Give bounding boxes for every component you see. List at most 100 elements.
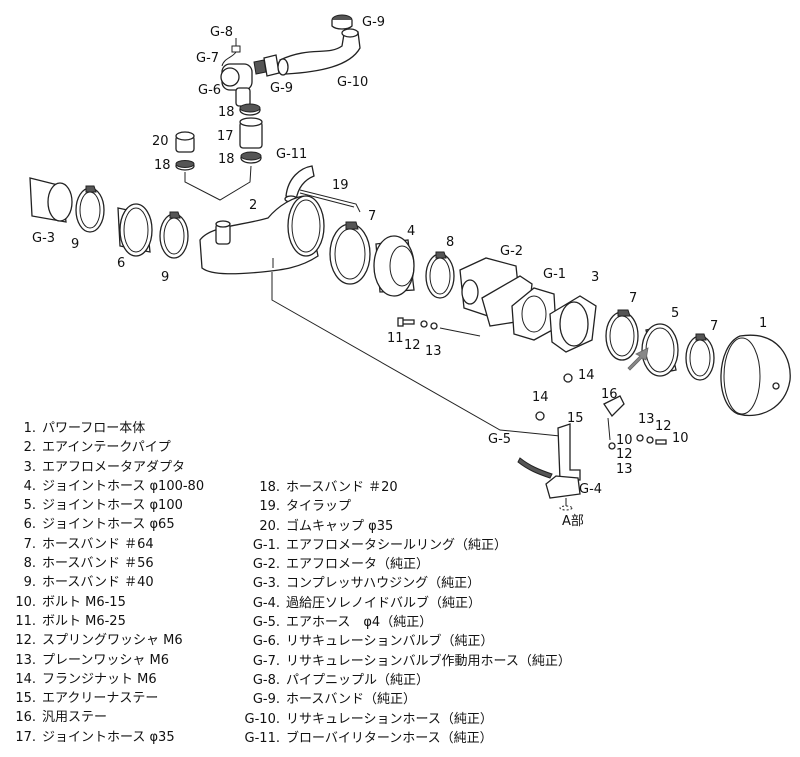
legend-text: ホースバンド ＃40 [42,575,154,591]
legend-text: ブローバイリターンホース（純正） [286,730,493,746]
legend-entry: G-8.パイプニップル（純正） [230,671,571,690]
clamp-9-right-drawing [159,211,189,259]
airflow-adapter-drawing [549,295,597,353]
callout-detail-a: A部 [562,514,584,529]
legend-text: フランジナット M6 [42,671,157,687]
legend-entry: 14. フランジナット M6 [6,670,204,689]
legend-number: 14. [15,671,36,687]
callout-18-left: 18 [154,158,171,173]
blowby-hose-drawing [284,165,361,213]
callout-g3: G-3 [32,231,55,246]
callout-14-lower: 14 [532,390,549,405]
callout-13-b: 13 [616,462,633,477]
legend-text: 汎用ステー [42,710,108,726]
callout-16: 16 [601,387,618,402]
clamp-9-left-drawing [75,185,105,233]
legend-entry: 12.スプリングワッシャ M6 [6,631,204,650]
legend-text: タイラップ [286,499,352,515]
legend-text: ジョイントホース φ100 [42,498,183,514]
legend-text: ボルト M6-25 [42,613,126,629]
callout-3: 3 [591,270,599,285]
legend-entry: 19.タイラップ [230,497,571,516]
legend-entry: 11. ボルト M6-25 [6,612,204,631]
clamp-7-right1-drawing [605,309,639,361]
callout-5: 5 [671,306,679,321]
legend-text: リサキュレーションバルブ作動用ホース（純正） [286,653,571,669]
detail-a-bracket-drawing [517,395,667,511]
legend-entry: G-2.エアフロメータ（純正） [230,555,571,574]
callout-12-left: 12 [404,338,421,353]
callout-g10: G-10 [337,75,368,90]
callout-6: 6 [117,256,125,271]
callout-g6: G-6 [198,83,221,98]
legend-number: G-6. [252,634,280,650]
legend-text: パイプニップル（純正） [286,672,430,688]
callout-8: 8 [446,235,454,250]
legend-text: ボルト M6-15 [42,594,126,610]
legend-number: G-10. [244,711,280,727]
callout-10-b: 10 [672,431,689,446]
legend-number: 15. [15,691,36,707]
legend-entry: 13.プレーンワッシャ M6 [6,651,204,670]
legend-text: パワーフロー本体 [42,421,146,436]
legend-number: 9. [23,575,36,591]
bolts-washers-drawing [271,272,573,437]
callout-7-mid: 7 [368,209,376,224]
legend-entry: G-5.エアホース φ4（純正） [230,613,571,632]
small-clamps-drawing [175,103,263,201]
legend-entry: 17. ジョイントホース φ35 [6,728,204,747]
joint-hose-5-drawing [641,323,679,377]
callout-g9-top: G-9 [362,15,385,30]
recirculation-valve-drawing [220,38,280,107]
legend-entry: 3.エアフロメータアダプタ [6,458,204,477]
legend-entry: 18. ホースバンド ＃20 [230,478,571,497]
legend-text: ジョイントホース φ65 [42,517,175,533]
legend-entry: G-9.ホースバンド（純正） [230,690,571,709]
callout-9-right: 9 [161,270,169,285]
callout-11: 11 [387,331,404,346]
legend-entry: 5.ジョイントホース φ100 [6,496,204,515]
legend-number: 17. [15,729,36,745]
legend-text: リサキュレーションホース（純正） [286,711,493,727]
legend-text: ジョイントホース φ100-80 [42,478,205,494]
legend-entry: 10. ボルト M6-15 [6,593,204,612]
callout-15: 15 [567,411,584,426]
callout-g2: G-2 [500,244,523,259]
legend-text: ホースバンド ＃64 [42,536,154,552]
callout-20: 20 [152,134,169,149]
legend-number: G-5. [252,615,280,631]
callout-1: 1 [759,316,767,331]
legend-number: 18. [259,480,280,495]
legend-entry: 9. ホースバンド ＃40 [6,573,204,592]
legend-text: エアインテークパイプ [42,440,171,456]
legend-number: 3. [23,459,36,475]
legend-text: ホースバンド ＃20 [286,480,398,495]
legend-number: G-7. [252,653,280,669]
legend-number: 6. [23,517,36,533]
callout-14-mid: 14 [578,368,595,383]
legend-entry: 7.ホースバンド ＃64 [6,535,204,554]
legend-entry: 6. ジョイントホース φ65 [6,515,204,534]
callout-17: 17 [217,129,234,144]
clamp-7-right2-drawing [685,333,715,381]
callout-13-right: 13 [638,412,655,427]
callout-19: 19 [332,178,349,193]
callout-7-right1: 7 [629,291,637,306]
callout-18-top: 18 [218,105,235,120]
legend-number: 11. [15,613,36,629]
legend-entry: 8.ホースバンド ＃56 [6,554,204,573]
callout-4: 4 [407,224,415,239]
legend-entry: G-1.エアフロメータシールリング（純正） [230,536,571,555]
legend-number: 1. [23,421,36,436]
legend-text: リサキュレーションバルブ（純正） [286,634,494,650]
legend-number: 4. [23,478,36,494]
compressor-housing-drawing [29,177,73,223]
legend-text: ゴムキャップ φ35 [286,518,394,534]
callout-g1: G-1 [543,267,566,282]
legend-entry: G-3.コンプレッサハウジング（純正） [230,574,571,593]
legend-number: 10. [15,594,36,610]
legend-text: ジョイントホース φ35 [42,729,175,745]
legend-text: 過給圧ソレノイドバルブ（純正） [286,595,482,611]
callout-10-a: 10 [616,433,633,448]
